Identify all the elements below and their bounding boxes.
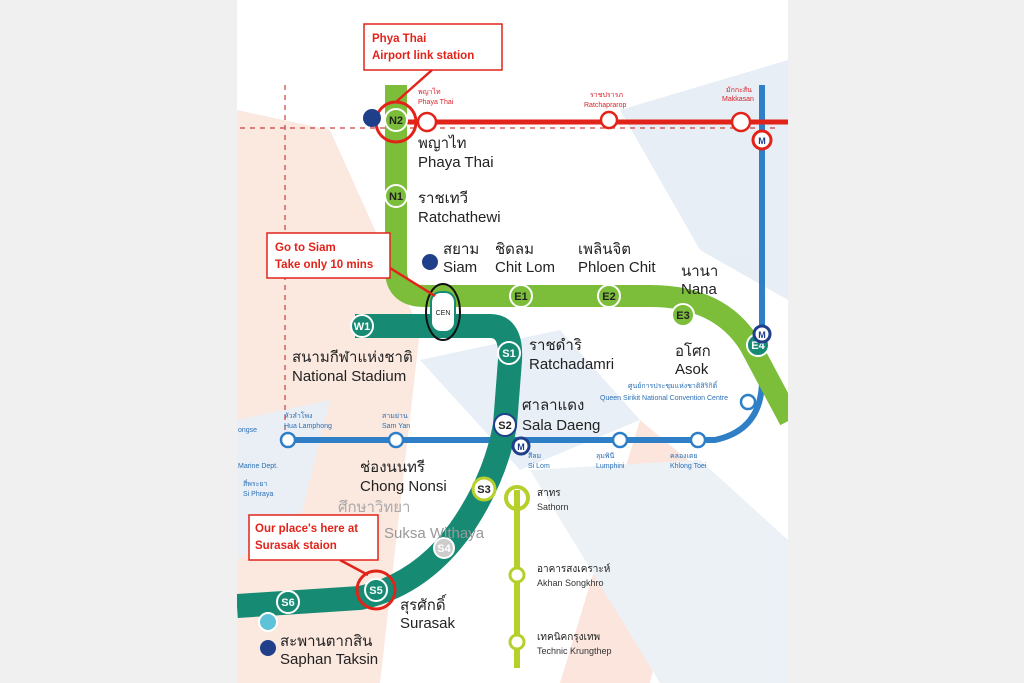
boat-pier-icon — [258, 612, 278, 632]
station-label: Sala Daeng — [522, 417, 600, 434]
station-label: Sam Yan — [382, 423, 410, 430]
station-label: ช่องนนทรี — [360, 459, 425, 476]
station-code-s3: S3 — [477, 484, 490, 496]
station-label: สามย่าน — [382, 413, 408, 420]
station-label: ราชเทวี — [418, 190, 468, 207]
station-label: Go to Siam — [275, 242, 336, 254]
station-label: ลุมพินี — [596, 452, 615, 460]
station-label: พญาไท — [418, 134, 467, 152]
station-label: สะพานตากสิน — [280, 633, 372, 650]
station-label: Ratchaprarop — [584, 102, 627, 109]
info-icon — [260, 640, 276, 656]
station-label: สีลม — [528, 452, 541, 460]
station-label: Ratchathewi — [418, 209, 501, 226]
station-label: Our place's here at — [255, 523, 358, 535]
transit-map: N2 N1 E1 E2 E3 E4 M CEN W1 S1 S2 M S3 S4… — [237, 0, 788, 683]
station-label: Lumphini — [596, 463, 625, 470]
station-label: Nana — [681, 281, 718, 298]
station-label: เทคนิคกรุงเทพ — [537, 632, 600, 643]
station-label: Sathorn — [537, 502, 569, 512]
station-code-n1: N1 — [389, 191, 403, 203]
station-label: นานา — [681, 263, 718, 280]
station-label: ศูนย์การประชุมแห่งชาติสิริกิติ์ — [628, 380, 719, 390]
station-label: สนามกีฬาแห่งชาติ — [292, 349, 413, 366]
station-label: ชิดลม — [495, 241, 534, 258]
green-stations: N2 N1 E1 E2 E3 E4 M — [384, 108, 772, 357]
station-label: อโศก — [675, 342, 711, 360]
mrt-badge-icon — [752, 324, 772, 344]
station-label: Technic Krungthep — [537, 646, 612, 656]
sukhumvit-line — [385, 85, 788, 426]
mrt-badge: M — [758, 136, 766, 146]
map-canvas: N2 N1 E1 E2 E3 E4 M CEN W1 S1 S2 M S3 S4… — [237, 23, 788, 683]
station-code-n2: N2 — [389, 115, 403, 127]
station-label: Si Phraya — [243, 491, 273, 498]
station-code-s6: S6 — [281, 597, 294, 609]
station-label: Surasak staion — [255, 540, 337, 552]
station-label: ศาลาแดง — [522, 397, 584, 414]
station-label: Khlong Toei — [670, 463, 707, 470]
mrt-badge: M — [758, 330, 766, 340]
station-label: Take only 10 mins — [275, 259, 373, 271]
station-label: Phloen Chit — [578, 259, 656, 276]
station-label: Queen Sirikit National Convention Centre — [600, 395, 728, 402]
station-label: เพลินจิต — [578, 241, 631, 258]
station-label: Chong Nonsi — [360, 478, 447, 495]
gold-stations: สาทร Sathorn อาคารสงเคราะห์ Akhan Songkhro… — [504, 485, 612, 656]
station-label: Saphan Taksin — [280, 651, 378, 668]
mrt-stations: หัวลำโพง Hua Lamphong สามย่าน Sam Yan สีลม… — [279, 380, 757, 470]
station-label: Phaya Thai — [418, 99, 454, 106]
station-code-w1: W1 — [354, 321, 371, 333]
mrt-badge-icon — [751, 129, 773, 151]
station-label: หัวลำโพง — [284, 411, 313, 420]
callout-siam: Go to Siam Take only 10 mins — [266, 232, 436, 298]
station-code-s4: S4 — [437, 543, 451, 555]
station-label: ราชดำริ — [529, 337, 582, 354]
station-label: Suksa Withaya — [384, 525, 485, 542]
siam-interchange: CEN — [425, 283, 461, 341]
station-label: สยาม — [443, 241, 479, 258]
highlight-ring — [355, 569, 397, 611]
station-label: Akhan Songkhro — [537, 578, 604, 588]
station-label: Airport link station — [372, 50, 474, 62]
station-label: Marine Dept. — [238, 463, 278, 470]
station-label: มักกะสัน — [726, 86, 752, 94]
station-label: ราชปรารภ — [590, 92, 623, 99]
station-code-e2: E2 — [602, 291, 615, 303]
callout-surasak: Our place's here at Surasak staion — [248, 514, 379, 577]
station-label: ongse — [238, 427, 257, 434]
airport-stations: M พญาไท Phaya Thai ราชปรารภ Ratchaprarop ม… — [363, 86, 773, 151]
station-label: สาทร — [537, 488, 561, 499]
station-code-s1: S1 — [502, 348, 515, 360]
station-code-s2: S2 — [498, 420, 511, 432]
station-code-e3: E3 — [676, 310, 689, 322]
station-label: Ratchadamri — [529, 356, 614, 373]
station-label: คลองเตย — [670, 453, 698, 460]
station-label: Surasak — [400, 615, 456, 632]
silom-stations: W1 S1 S2 M S3 S4 S5 S6 — [258, 314, 531, 632]
station-code-e1: E1 — [514, 291, 527, 303]
callout-phya-thai: Phya Thai Airport link station — [363, 23, 503, 103]
station-label: สี่พระยา — [243, 479, 268, 488]
station-label: อาคารสงเคราะห์ — [537, 563, 610, 575]
station-label: Phaya Thai — [418, 154, 494, 171]
mrt-badge: M — [517, 442, 525, 452]
station-label: Asok — [675, 361, 709, 378]
station-label: Makkasan — [722, 96, 754, 103]
station-code-s5: S5 — [369, 585, 382, 597]
station-label: Phya Thai — [372, 33, 426, 45]
station-label: พญาไท — [418, 87, 441, 96]
station-label: Siam — [443, 259, 477, 276]
station-label: Hua Lamphong — [284, 423, 332, 430]
station-code-cen: CEN — [436, 310, 451, 317]
station-label: สุรศักดิ์ — [400, 594, 447, 615]
station-label: Si Lom — [528, 463, 550, 470]
mrt-badge-icon — [511, 436, 531, 456]
station-label: National Stadium — [292, 368, 406, 385]
station-label: Chit Lom — [495, 259, 555, 276]
info-icon — [363, 109, 381, 127]
info-icon — [422, 254, 438, 270]
station-label: ศึกษาวิทยา — [338, 499, 410, 516]
